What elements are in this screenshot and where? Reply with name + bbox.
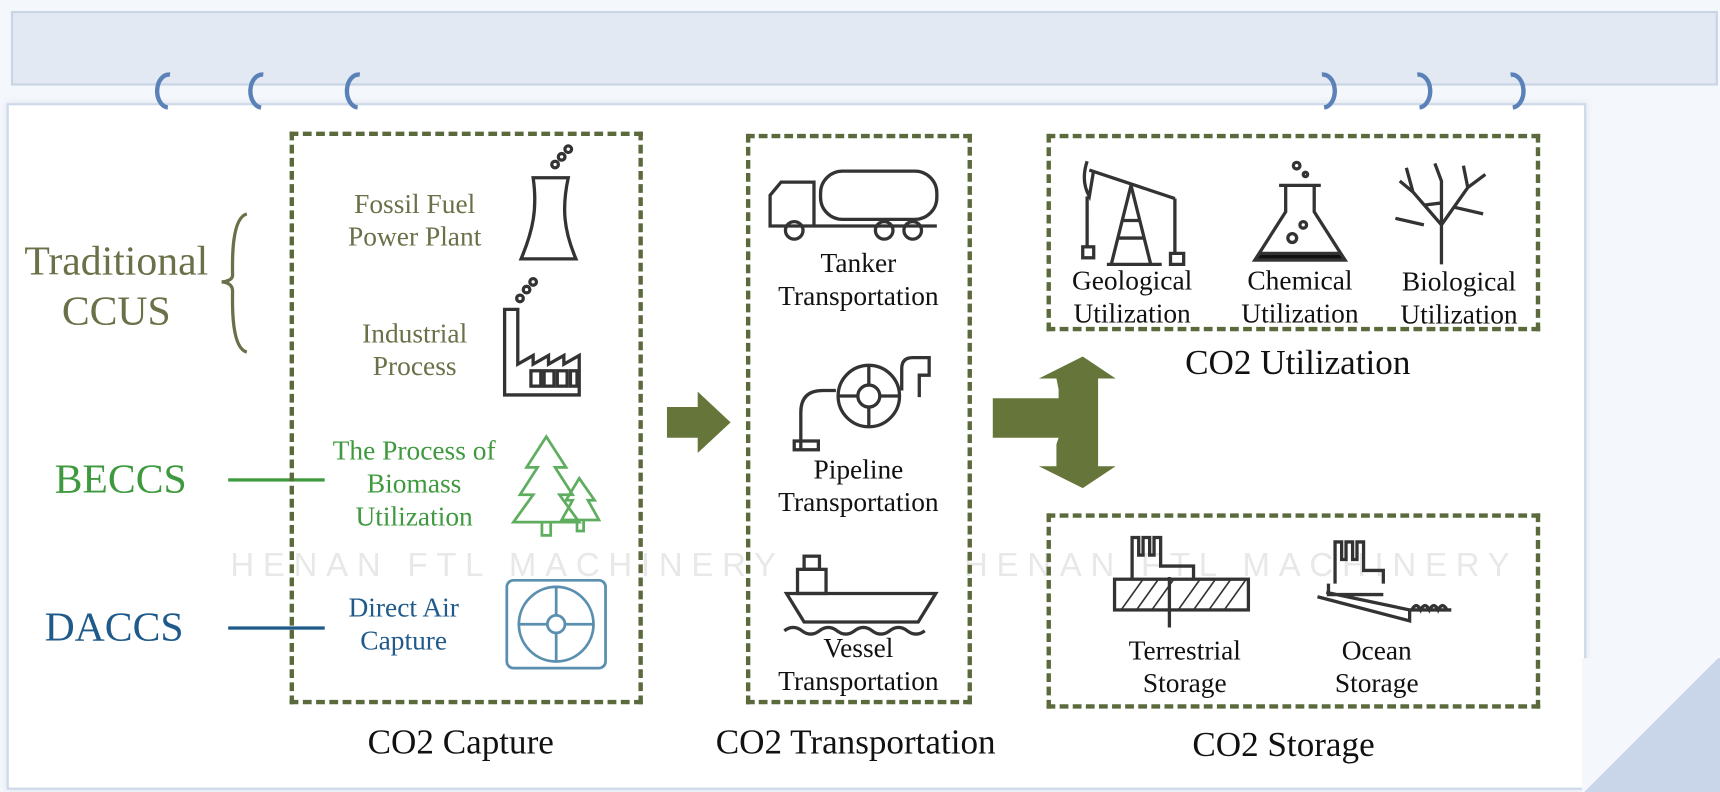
transportation-box (745, 133, 972, 705)
label-line: Biological (1401, 267, 1517, 298)
factory-icon (502, 276, 581, 397)
capture-title: CO2 Capture (367, 721, 554, 762)
storage-title: CO2 Storage (1192, 724, 1375, 764)
pipeline-icon (792, 355, 931, 452)
label-line: Storage (1334, 669, 1419, 699)
label-line: Biomass (366, 469, 462, 500)
watermark: HENAN FTL MACHINERY HENAN FTL MACHINERY (230, 547, 1519, 584)
binder-rings (154, 72, 1526, 110)
label-line: Utilization (355, 502, 473, 533)
transportation-title: CO2 Transportation (715, 721, 996, 762)
flask-icon (1251, 160, 1348, 262)
ship-icon (783, 554, 939, 636)
tanker-truck-icon (768, 169, 939, 241)
notebook-top-band (10, 10, 1718, 86)
ocean-storage-icon (1317, 540, 1452, 624)
beccs-connector (228, 478, 325, 482)
fan-icon (505, 578, 607, 670)
beccs-label: BECCS (54, 456, 187, 503)
label-line: Storage (1142, 669, 1227, 699)
label-line: Terrestrial (1128, 636, 1241, 666)
notebook-page (6, 103, 1587, 790)
label-line: Industrial (362, 319, 468, 349)
label-line: Transportation (778, 666, 939, 697)
pumpjack-icon (1081, 160, 1186, 267)
page-fold (1581, 658, 1720, 792)
utilization-title: CO2 Utilization (1185, 342, 1411, 382)
label-line: Direct Air (348, 593, 459, 624)
label-line: Tanker (820, 249, 897, 279)
daccs-connector (228, 626, 325, 630)
cooling-tower-icon (518, 144, 579, 261)
arrow-right-icon (666, 391, 731, 454)
label-line: CCUS (61, 288, 171, 335)
daccs-label: DACCS (44, 604, 184, 651)
label-line: Vessel (823, 634, 894, 664)
coral-icon (1395, 162, 1487, 265)
label-line: Transportation (778, 281, 939, 312)
terrestrial-storage-icon (1112, 535, 1251, 628)
storage-box (1046, 513, 1541, 709)
label-line: Geological (1071, 266, 1193, 297)
brace-icon (221, 212, 248, 354)
label-line: Chemical (1247, 266, 1353, 297)
label-line: Capture (360, 626, 448, 657)
label-line: Fossil Fuel (354, 189, 476, 220)
capture-box (289, 131, 643, 705)
label-line: Transportation (778, 488, 939, 518)
label-line: Ocean (1341, 636, 1412, 666)
trees-icon (510, 434, 602, 537)
label-line: The Process of (332, 436, 496, 467)
label-line: Traditional (24, 238, 209, 285)
label-line: Utilization (1400, 300, 1518, 331)
utilization-box (1046, 133, 1541, 332)
label-line: Power Plant (348, 222, 482, 253)
label-line: Utilization (1241, 299, 1359, 330)
label-line: Pipeline (813, 455, 904, 485)
traditional-ccus-label: Traditional CCUS (7, 236, 226, 337)
branch-arrow-icon (992, 356, 1116, 489)
label-line: Process (372, 352, 457, 382)
label-line: Utilization (1073, 299, 1191, 330)
